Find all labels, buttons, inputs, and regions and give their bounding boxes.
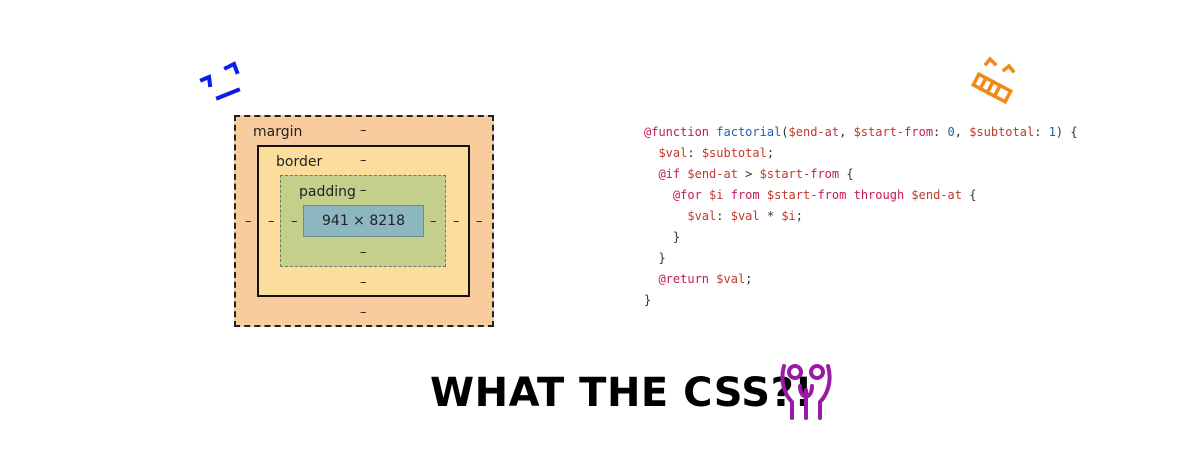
headline: WHAT THE CSS?! xyxy=(430,370,814,416)
padding-top-value: – xyxy=(360,183,367,198)
code-line: @if $end-at > $start-from { xyxy=(658,167,854,181)
content-box: 941 × 8218 xyxy=(303,205,424,237)
margin-top-value: – xyxy=(360,123,367,138)
code-line: } xyxy=(644,230,681,244)
blue-tense-face-icon xyxy=(199,61,241,101)
margin-bottom-value: – xyxy=(360,305,367,320)
code-line: } xyxy=(644,293,652,307)
padding-bottom-value: – xyxy=(360,245,367,260)
code-line: } xyxy=(644,251,666,265)
border-bottom-value: – xyxy=(360,275,367,290)
code-line: $val: $val * $i; xyxy=(687,209,803,223)
code-line: $val: $subtotal; xyxy=(658,146,775,160)
padding-right-value: – xyxy=(430,214,437,229)
margin-left-value: – xyxy=(245,214,252,229)
border-right-value: – xyxy=(453,214,460,229)
margin-label: margin xyxy=(253,124,303,140)
code-line: @function factorial($end-at, $start-from… xyxy=(644,125,1078,139)
border-label: border xyxy=(276,154,323,170)
purple-screaming-face-icon xyxy=(780,364,832,420)
margin-right-value: – xyxy=(476,214,483,229)
padding-left-value: – xyxy=(291,214,298,229)
scss-code-block: @function factorial($end-at, $start-from… xyxy=(644,122,1078,311)
code-line: @for $i from $start-from through $end-at… xyxy=(672,188,977,202)
padding-label: padding xyxy=(299,184,356,200)
code-line: @return $val; xyxy=(658,272,753,286)
border-left-value: – xyxy=(268,214,275,229)
border-top-value: – xyxy=(360,153,367,168)
content-size-label: 941 × 8218 xyxy=(322,213,405,229)
orange-grimace-face-icon xyxy=(970,56,1016,104)
